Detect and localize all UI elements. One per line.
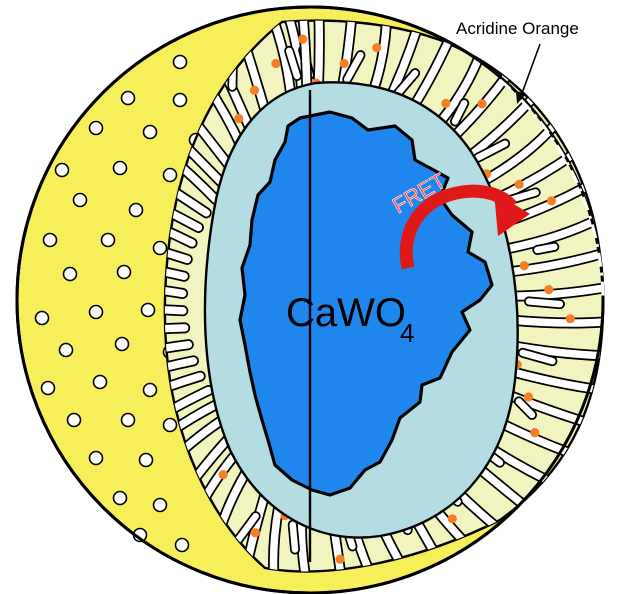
pointer-arrow-icon (516, 44, 540, 104)
core-label: CaWO (286, 291, 406, 335)
dye-label: Acridine Orange (456, 19, 579, 38)
core-label-subscript: 4 (400, 318, 414, 348)
